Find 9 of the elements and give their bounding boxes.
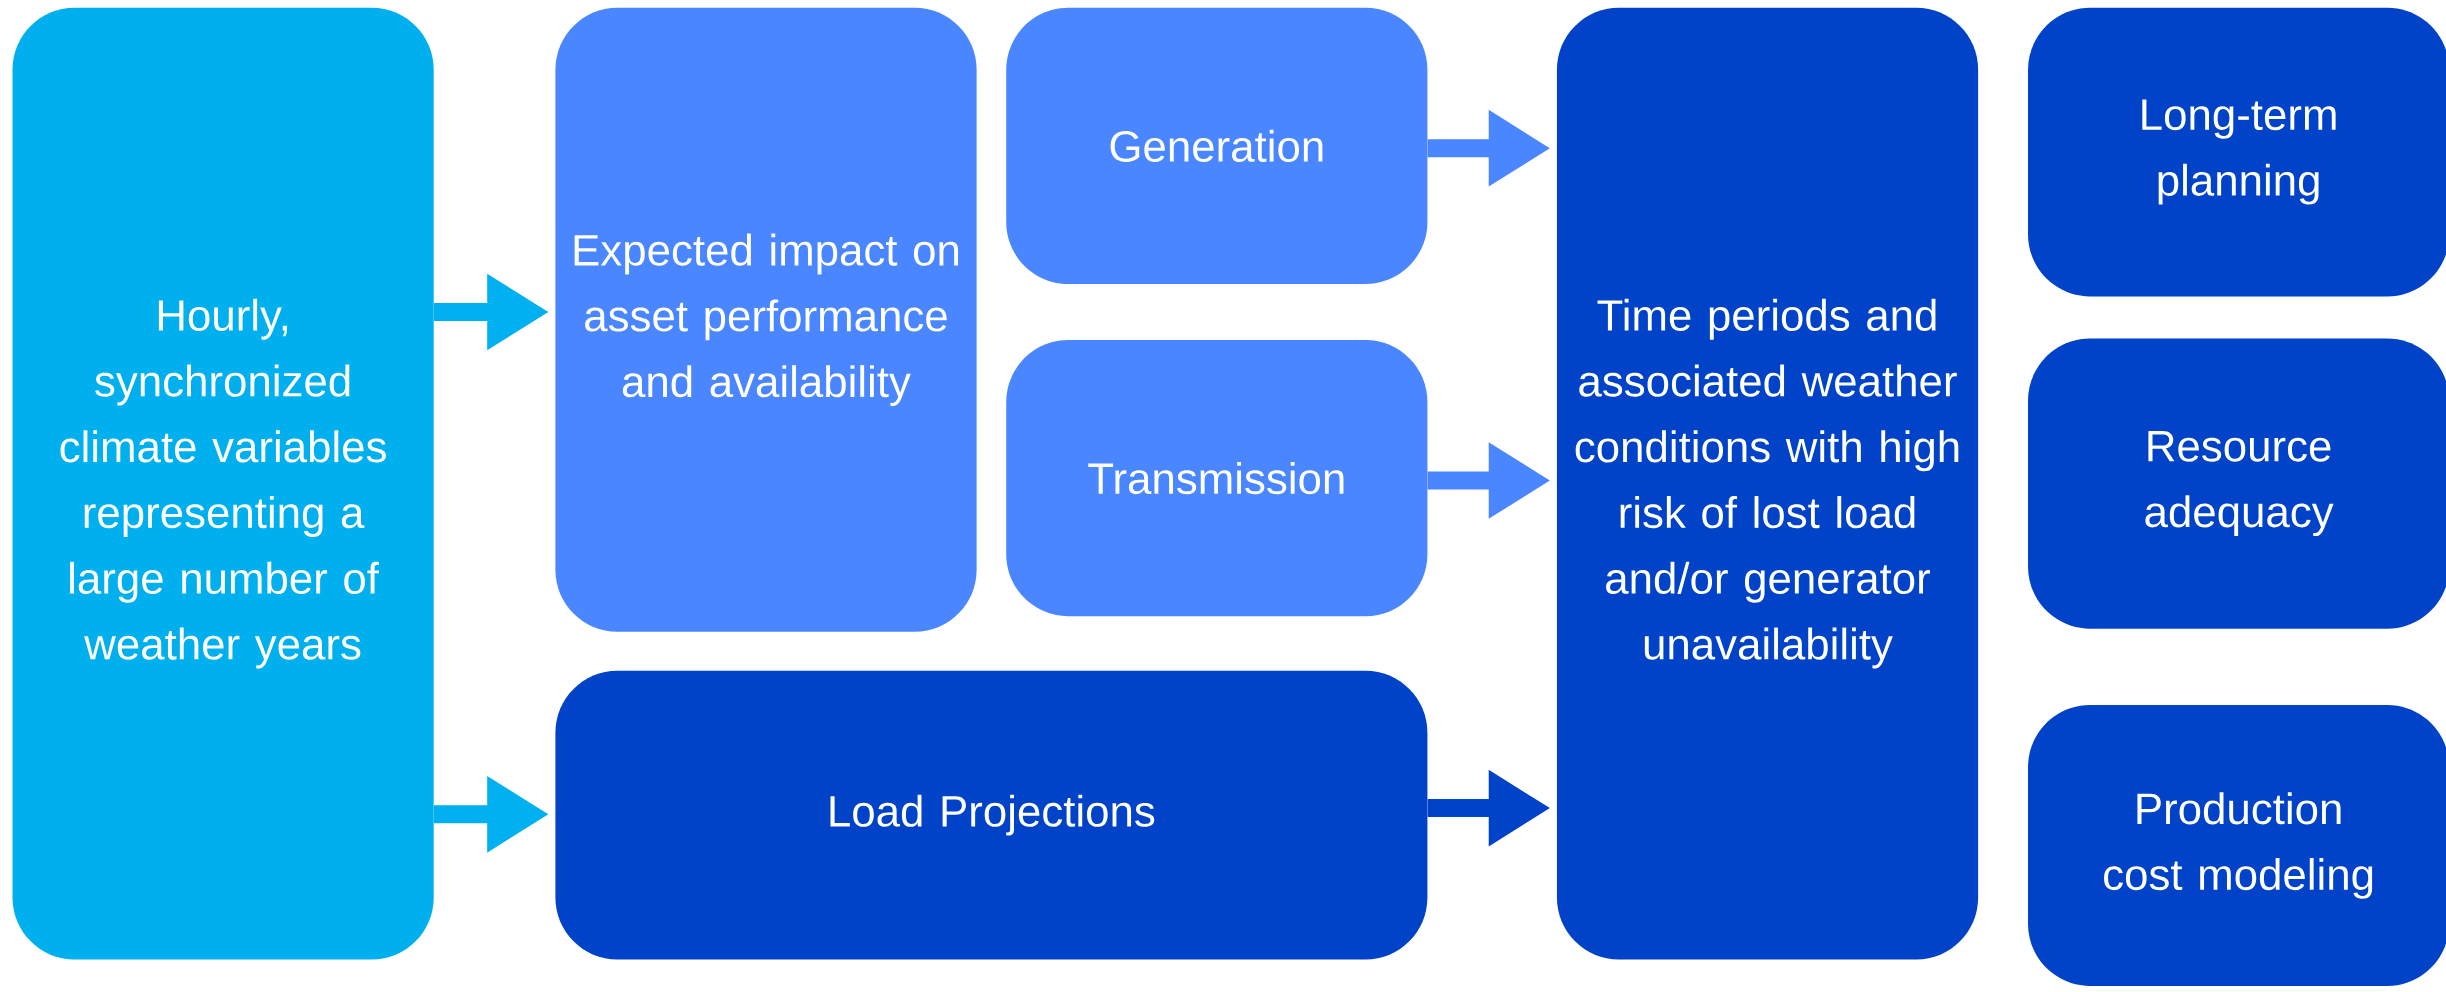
process-box: Expected impact on asset performance and availability (555, 7, 977, 632)
process-box: Resource adequacy (2028, 338, 2446, 629)
process-box: Transmission (1006, 340, 1428, 617)
process-box: Production cost modeling (2028, 705, 2446, 986)
process-box: Generation (1006, 7, 1428, 284)
process-box: Time periods and associated weather conditions with high risk of lost load and/or generator unavailability (1556, 7, 1979, 960)
process-box: Long-term planning (2028, 7, 2446, 297)
process-box: Hourly, synchronized climate variables representing a large number of weather years (12, 7, 434, 960)
process-box: Load Projections (555, 670, 1428, 960)
